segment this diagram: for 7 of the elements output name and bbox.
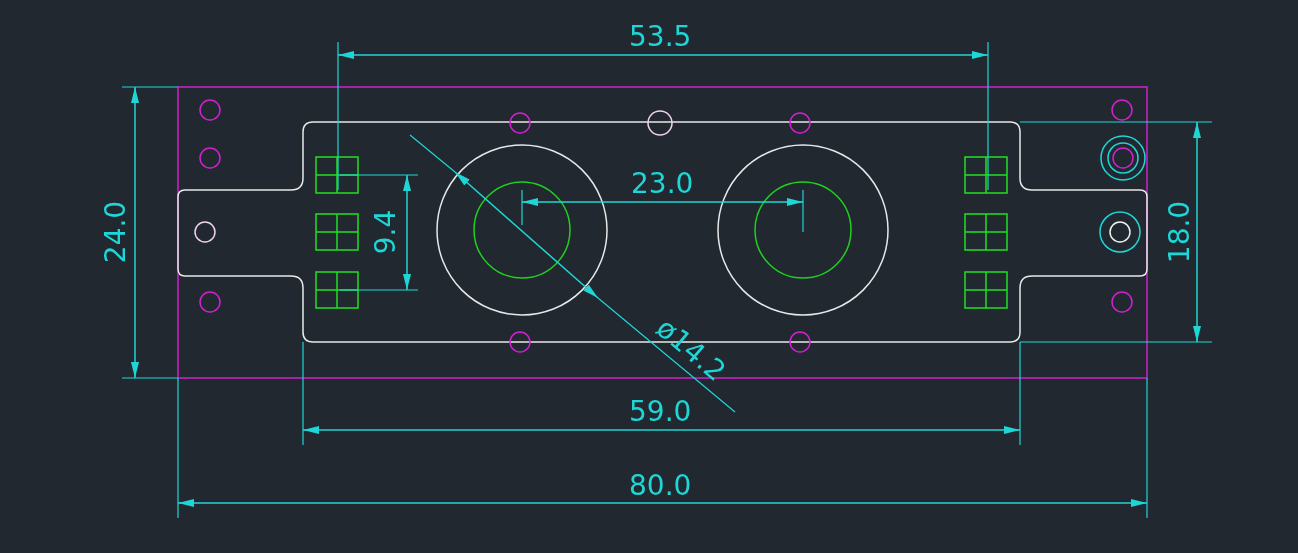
dimension-label: 9.4 [371, 209, 400, 255]
dimension-label: 53.5 [629, 23, 692, 51]
dimension-label: 80.0 [629, 472, 692, 500]
dimension-label: 59.0 [629, 398, 692, 426]
dimension-label: 18.0 [1166, 200, 1195, 264]
dimension-label: 23.0 [631, 170, 694, 198]
dimension-label: 24.0 [102, 200, 131, 264]
